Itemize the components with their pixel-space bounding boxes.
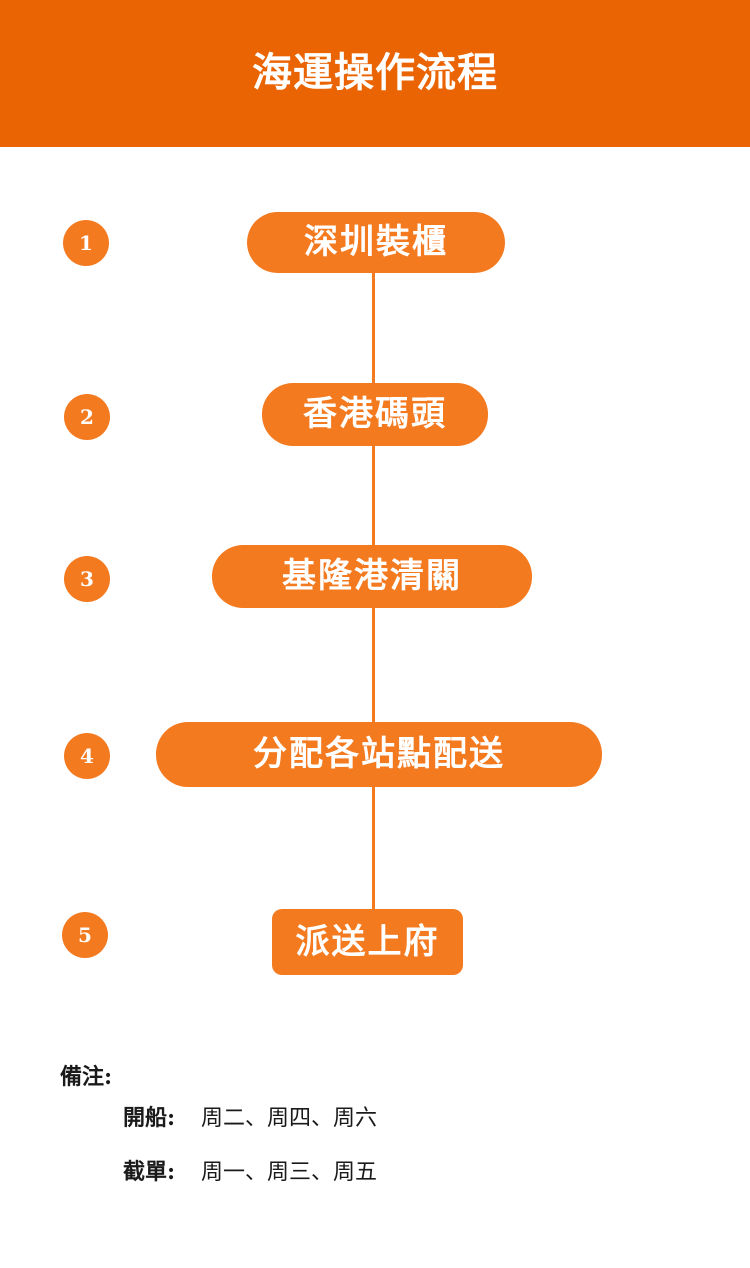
step-number-badge: 2 [64, 394, 110, 440]
note-label-cutoff: 截單: [123, 1159, 176, 1185]
step-number-badge: 1 [63, 220, 109, 266]
note-value-sailing: 周二、周四、周六 [201, 1106, 378, 1131]
note-line-cutoff: 截單: 周一、周三、周五 [123, 1157, 377, 1188]
step-4-pill: 分配各站點配送 [156, 722, 602, 787]
page-title: 海運操作流程 [252, 49, 498, 96]
note-label-sailing: 開船: [123, 1105, 176, 1131]
note-line-sailing: 開船: 周二、周四、周六 [123, 1103, 377, 1134]
step-number-badge: 3 [64, 556, 110, 602]
step-number-badge: 5 [62, 912, 108, 958]
note-value-cutoff: 周一、周三、周五 [201, 1160, 378, 1185]
step-number-badge: 4 [64, 733, 110, 779]
header-banner: 海運操作流程 [0, 0, 750, 147]
step-1-pill: 深圳裝櫃 [247, 212, 505, 273]
notes-title: 備注: [60, 1064, 113, 1090]
step-2-pill: 香港碼頭 [262, 383, 488, 446]
step-3-pill: 基隆港清關 [212, 545, 532, 608]
step-5-box: 派送上府 [272, 909, 463, 975]
